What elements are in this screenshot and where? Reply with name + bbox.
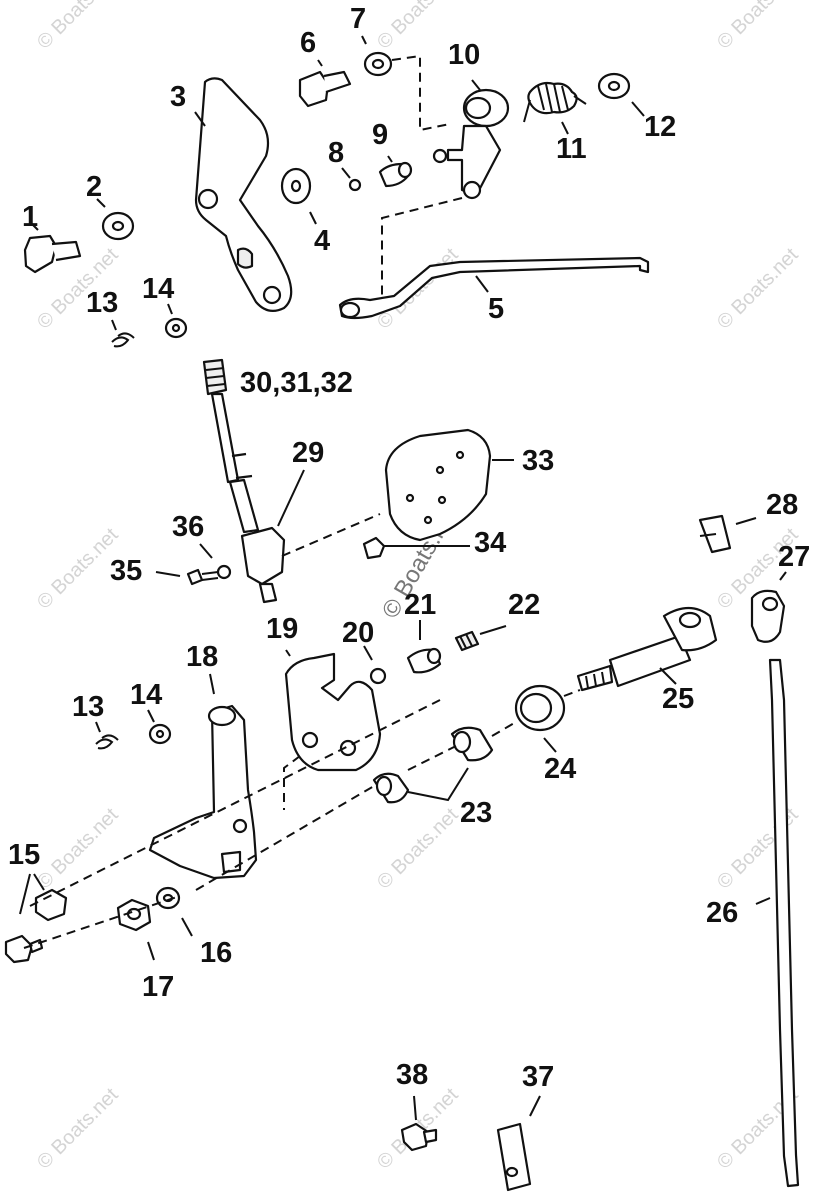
watermark: © Boats.net bbox=[33, 0, 123, 54]
part-22-setscrew bbox=[454, 625, 507, 652]
label-13: 13 bbox=[86, 287, 118, 319]
assembly-lines bbox=[23, 689, 581, 949]
label-34: 34 bbox=[474, 527, 506, 559]
label-2: 2 bbox=[86, 171, 102, 203]
watermark: © Boats.net bbox=[373, 804, 463, 894]
part-15-bolts bbox=[4, 873, 68, 964]
watermark: © Boats.net bbox=[713, 244, 803, 334]
label-10: 10 bbox=[448, 39, 480, 71]
label-29: 29 bbox=[292, 437, 324, 469]
part-4-washer bbox=[280, 167, 317, 225]
part-8-nut bbox=[341, 167, 362, 192]
label-7: 7 bbox=[350, 3, 366, 35]
label-35: 35 bbox=[110, 555, 142, 587]
watermark: © Boats.net bbox=[713, 0, 803, 54]
label-24: 24 bbox=[544, 753, 576, 785]
part-7-washer bbox=[361, 35, 451, 132]
part-27-clevis bbox=[750, 571, 787, 643]
part-23-grommets bbox=[372, 726, 494, 804]
part-17-nut bbox=[116, 898, 155, 961]
label-21: 21 bbox=[404, 589, 436, 621]
label-15: 15 bbox=[8, 839, 40, 871]
label-20: 20 bbox=[342, 617, 374, 649]
part-19-plate bbox=[283, 649, 382, 810]
callout-labels: 1 2 3 4 5 6 7 8 9 10 11 12 13 14 30,31,3… bbox=[8, 3, 810, 1093]
label-11: 11 bbox=[556, 133, 587, 165]
part-12-washer bbox=[597, 72, 645, 117]
label-9: 9 bbox=[372, 119, 388, 151]
label-5: 5 bbox=[488, 293, 504, 325]
part-10-lever bbox=[381, 79, 510, 300]
part-30-31-32-cable bbox=[202, 358, 260, 534]
label-3: 3 bbox=[170, 81, 186, 113]
label-19: 19 bbox=[266, 613, 298, 645]
part-13-clip-lower bbox=[95, 721, 119, 750]
label-37: 37 bbox=[522, 1061, 554, 1093]
label-1: 1 bbox=[22, 201, 38, 233]
label-16: 16 bbox=[200, 937, 232, 969]
part-34-screw bbox=[362, 536, 470, 560]
part-18-lever bbox=[148, 673, 258, 880]
part-24-bushing bbox=[514, 684, 566, 753]
part-29-module bbox=[240, 469, 381, 604]
label-14-lower: 14 bbox=[130, 679, 162, 711]
part-16-washer bbox=[155, 886, 193, 937]
label-38: 38 bbox=[396, 1059, 428, 1091]
part-33-plate bbox=[384, 428, 514, 542]
label-8: 8 bbox=[328, 137, 344, 169]
part-5-rod bbox=[338, 256, 650, 320]
part-14-washer-lower bbox=[147, 709, 172, 745]
label-28: 28 bbox=[766, 489, 798, 521]
part-1-bolt bbox=[23, 221, 82, 274]
label-17: 17 bbox=[142, 971, 174, 1003]
part-20-ball bbox=[363, 645, 387, 685]
label-26: 26 bbox=[706, 897, 738, 929]
label-18: 18 bbox=[186, 641, 218, 673]
label-36: 36 bbox=[172, 511, 204, 543]
watermark: © Boats.net bbox=[33, 804, 123, 894]
part-36-washer bbox=[199, 543, 232, 580]
label-27: 27 bbox=[778, 541, 810, 573]
part-35-screw bbox=[155, 568, 219, 586]
part-3-bracket bbox=[194, 77, 293, 313]
label-22: 22 bbox=[508, 589, 540, 621]
part-25-shaft bbox=[576, 606, 718, 692]
part-38-bolt bbox=[400, 1095, 438, 1152]
label-33: 33 bbox=[522, 445, 554, 477]
part-14-washer bbox=[164, 303, 188, 339]
label-4: 4 bbox=[314, 225, 330, 257]
label-14: 14 bbox=[142, 273, 174, 305]
part-9-bushing bbox=[378, 155, 413, 188]
watermark: © Boats.net bbox=[33, 1084, 123, 1174]
label-23: 23 bbox=[460, 797, 492, 829]
label-12: 12 bbox=[644, 111, 676, 143]
label-13-lower: 13 bbox=[72, 691, 104, 723]
part-11-spring bbox=[523, 81, 587, 135]
part-37-bracket bbox=[496, 1095, 541, 1192]
part-6-bolt bbox=[298, 59, 352, 108]
label-30-31-32: 30,31,32 bbox=[240, 367, 353, 399]
part-21-bushing bbox=[406, 620, 442, 674]
part-13-clip bbox=[111, 319, 135, 348]
part-28-clip bbox=[698, 514, 757, 554]
label-6: 6 bbox=[300, 27, 316, 59]
part-26-rod bbox=[755, 658, 800, 1188]
part-2-washer bbox=[96, 198, 135, 241]
label-25: 25 bbox=[662, 683, 694, 715]
